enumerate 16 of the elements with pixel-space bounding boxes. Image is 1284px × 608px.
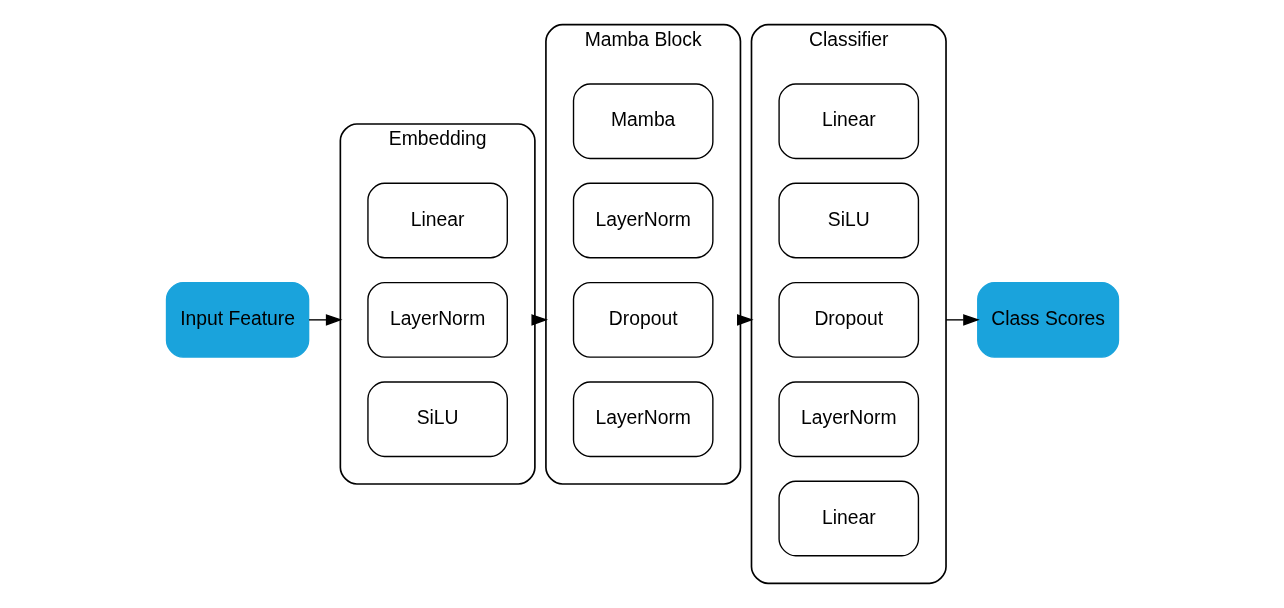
node-box: Class Scores [976,281,1119,358]
arrow [307,314,342,326]
node-box: Input Feature [165,281,309,358]
node-box: LayerNorm [366,281,508,358]
node-box: Linear [777,480,919,557]
node-box: Linear [777,83,919,160]
node-box: LayerNorm [572,182,714,259]
node-box: SiLU [777,182,919,259]
node-box: Linear [366,182,508,259]
node-box: Dropout [572,281,714,358]
arrow [944,314,980,326]
node-box: Mamba [572,83,714,160]
node-box: LayerNorm [777,381,919,458]
node-box: LayerNorm [572,381,714,458]
node-box: SiLU [366,381,508,458]
node-box: Dropout [777,281,919,358]
